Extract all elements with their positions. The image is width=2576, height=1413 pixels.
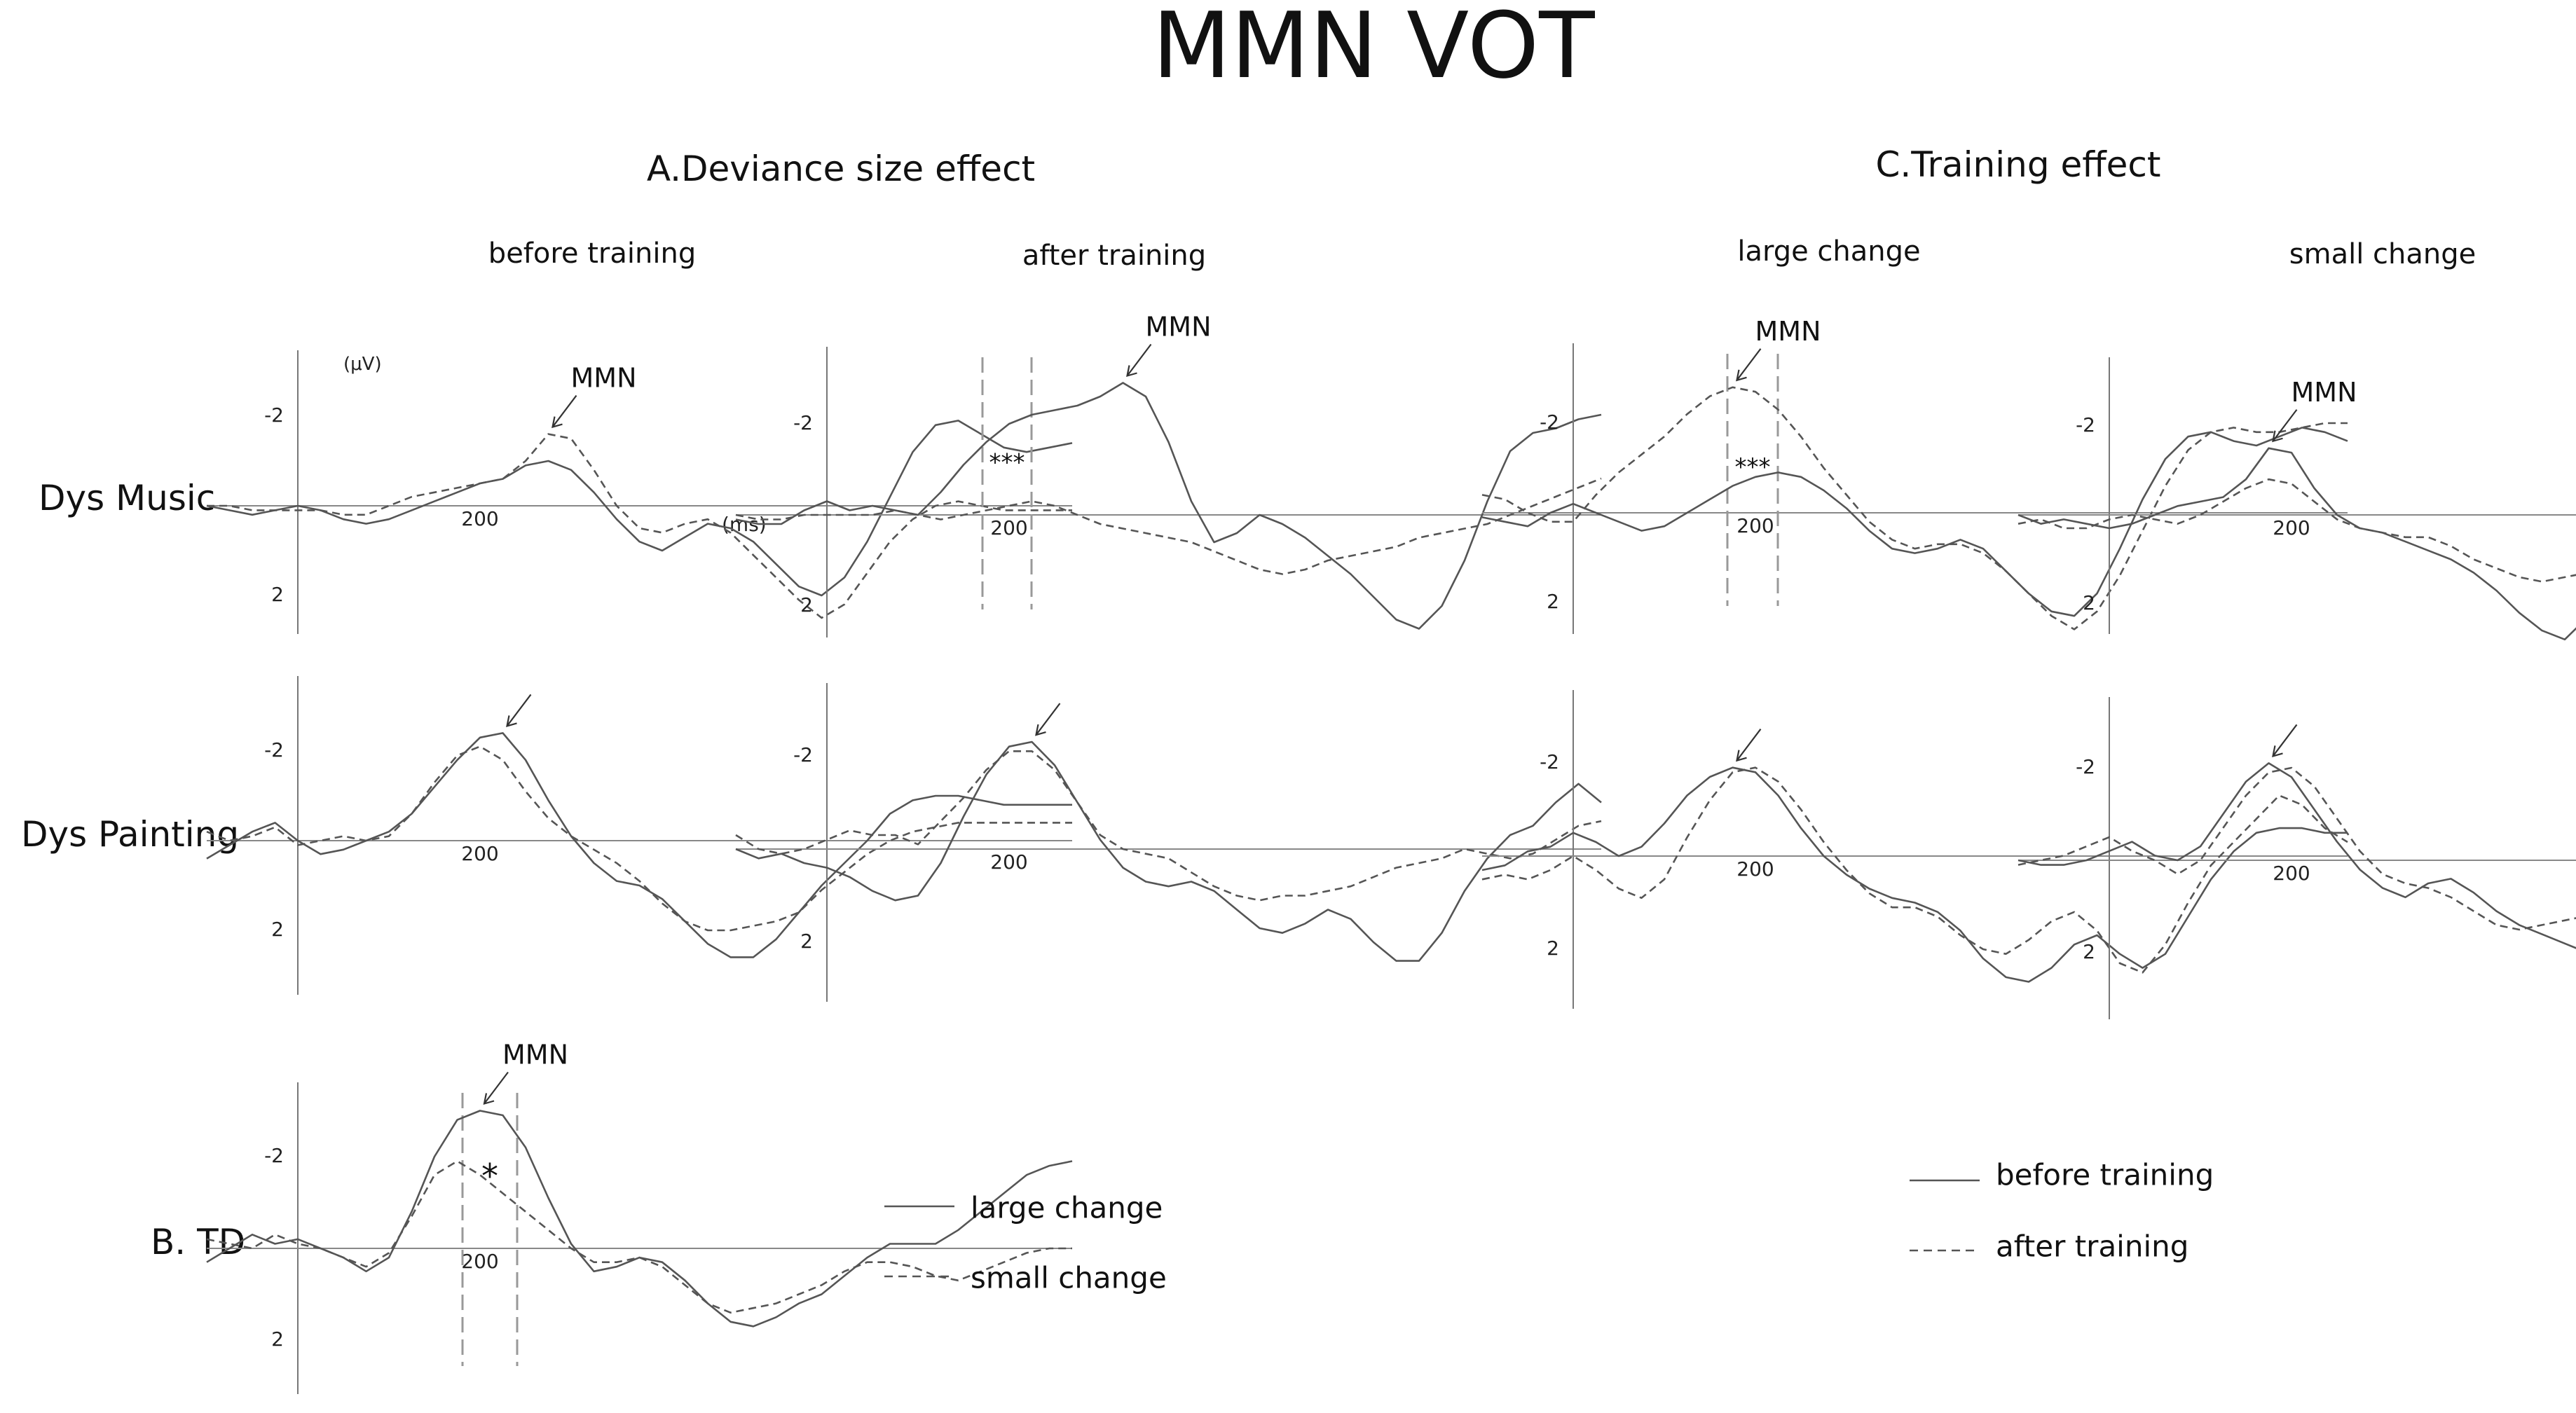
x-tick-label-200: 200 <box>461 842 498 865</box>
y-tick-label-pos2: 2 <box>800 930 813 953</box>
mmn-arrow-head <box>506 715 517 727</box>
y-tick-label-pos2: 2 <box>2083 940 2095 963</box>
series-line-solid <box>2017 447 2576 641</box>
mmn-arrow-shaft <box>1736 728 1762 761</box>
series-line-solid <box>206 732 1072 958</box>
mmn-arrow-head <box>2272 745 2283 757</box>
x-tick-label-200: 200 <box>461 1250 498 1273</box>
legend-a-dashed-label: small change <box>971 1261 1167 1295</box>
row-label-b-td: B. TD <box>151 1222 245 1262</box>
mmn-arrow-shaft <box>1736 348 1762 381</box>
mmn-arrow-head <box>1126 365 1137 378</box>
y-tick-label-pos2: 2 <box>271 1328 284 1351</box>
column-heading-large-change: large change <box>1737 235 1920 268</box>
series-line-solid <box>735 740 1602 962</box>
y-tick-label-pos2: 2 <box>2083 591 2095 614</box>
section-c-heading: C.Training effect <box>1875 144 2160 185</box>
y-tick-label-neg2: -2 <box>793 743 813 766</box>
mmn-arrow-shaft <box>2272 409 2298 442</box>
row-label-dys-painting: Dys Painting <box>21 814 239 855</box>
significance-marker: *** <box>989 449 1025 477</box>
x-tick-label-200: 200 <box>990 850 1027 874</box>
mmn-arrow-shaft <box>2272 724 2298 757</box>
series-line-dashed <box>206 1160 1072 1314</box>
series-line-dashed <box>206 745 1072 932</box>
mmn-arrow-head <box>551 416 563 429</box>
series-line-solid <box>1481 427 2348 617</box>
mmn-arrow-head <box>1736 369 1747 382</box>
mmn-arrow-shaft <box>1126 343 1152 377</box>
erp-panel-c-music-large: -2 2 200 MMN *** <box>1481 316 2348 634</box>
mmn-label: MMN <box>2291 377 2357 408</box>
column-heading-before-training: before training <box>488 237 696 270</box>
y-tick-label-neg2: -2 <box>1540 411 1559 434</box>
legend-c: before training after training <box>1910 1158 2214 1264</box>
column-heading-small-change: small change <box>2289 238 2476 270</box>
series-line-solid <box>206 1110 1073 1328</box>
y-tick-label-pos2: 2 <box>271 918 284 941</box>
series-line-dashed <box>735 477 1602 575</box>
y-tick-label-pos2: 2 <box>1547 590 1559 613</box>
series-line-dashed <box>2017 766 2576 931</box>
erp-panel-c-painting-small: -2 2 200 <box>2017 697 2576 1019</box>
mmn-arrow-head <box>483 1093 495 1105</box>
figure-title: MMN VOT <box>1152 0 1595 99</box>
x-tick-label-200: 200 <box>2273 862 2310 885</box>
mmn-label: MMN <box>1755 316 1821 347</box>
mmn-arrow-shaft <box>506 694 532 727</box>
erp-panel-c-music-small: -2 2 200 MMN <box>2017 357 2576 641</box>
mmn-arrow-head <box>1035 724 1046 736</box>
mmn-arrow-shaft <box>1035 703 1061 736</box>
y-tick-label-neg2: -2 <box>264 1144 284 1167</box>
series-line-solid <box>2017 762 2576 949</box>
y-tick-label-neg2: -2 <box>2076 755 2095 778</box>
mmn-arrow-head <box>2272 430 2283 443</box>
series-line-dashed <box>735 750 1602 902</box>
significance-marker: * <box>481 1157 498 1197</box>
y-unit-label: (μV) <box>343 354 382 375</box>
y-tick-label-neg2: -2 <box>793 411 813 434</box>
series-line-dashed <box>1481 386 2348 630</box>
erp-panel-a-painting-before: -2 2 200 <box>206 676 1072 995</box>
y-tick-label-neg2: -2 <box>2076 413 2095 436</box>
x-tick-label-200: 200 <box>1736 514 1774 537</box>
mmn-label: MMN <box>502 1040 568 1070</box>
y-tick-label-neg2: -2 <box>1540 750 1559 773</box>
erp-panel-a-music-after: -2 2 200 MMN *** <box>735 312 1602 637</box>
mmn-arrow-head <box>1736 750 1747 762</box>
x-tick-label-200: 200 <box>2273 516 2310 539</box>
x-tick-label-200: 200 <box>461 507 498 530</box>
legend-a: large change small change <box>884 1191 1167 1295</box>
erp-panel-c-painting-large: -2 2 200 <box>1481 690 2348 1009</box>
mmn-label: MMN <box>571 363 637 394</box>
mmn-arrow-shaft <box>484 1071 509 1105</box>
y-tick-label-pos2: 2 <box>271 583 284 606</box>
erp-panel-b-td: -2 2 200 MMN * <box>206 1040 1073 1394</box>
series-line-solid <box>735 382 1602 630</box>
series-line-solid <box>1481 766 2348 983</box>
series-line-solid <box>206 420 1073 597</box>
series-line-dashed <box>207 433 1072 619</box>
y-tick-label-neg2: -2 <box>264 404 284 427</box>
erp-panel-a-music-before: -2 2 200 MMN <box>206 350 1073 634</box>
significance-marker: *** <box>1735 453 1771 481</box>
x-tick-label-200: 200 <box>990 516 1027 539</box>
x-tick-label-200: 200 <box>1736 857 1774 881</box>
row-label-dys-music: Dys Music <box>39 478 215 518</box>
legend-c-solid-label: before training <box>1996 1158 2214 1192</box>
section-a-heading: A.Deviance size effect <box>647 149 1035 189</box>
erp-panel-a-painting-after: -2 2 200 <box>735 683 1602 1002</box>
y-tick-label-neg2: -2 <box>264 738 284 761</box>
y-tick-label-pos2: 2 <box>800 593 813 616</box>
mmn-label: MMN <box>1146 312 1212 343</box>
legend-a-solid-label: large change <box>971 1191 1163 1225</box>
legend-c-dashed-label: after training <box>1996 1229 2188 1264</box>
erp-panels: -22200MMN-22200MMN***-22200-22200-22200M… <box>206 312 2576 1394</box>
column-heading-after-training: after training <box>1022 240 1206 272</box>
mmn-arrow-shaft <box>551 394 577 428</box>
y-tick-label-pos2: 2 <box>1547 937 1559 960</box>
